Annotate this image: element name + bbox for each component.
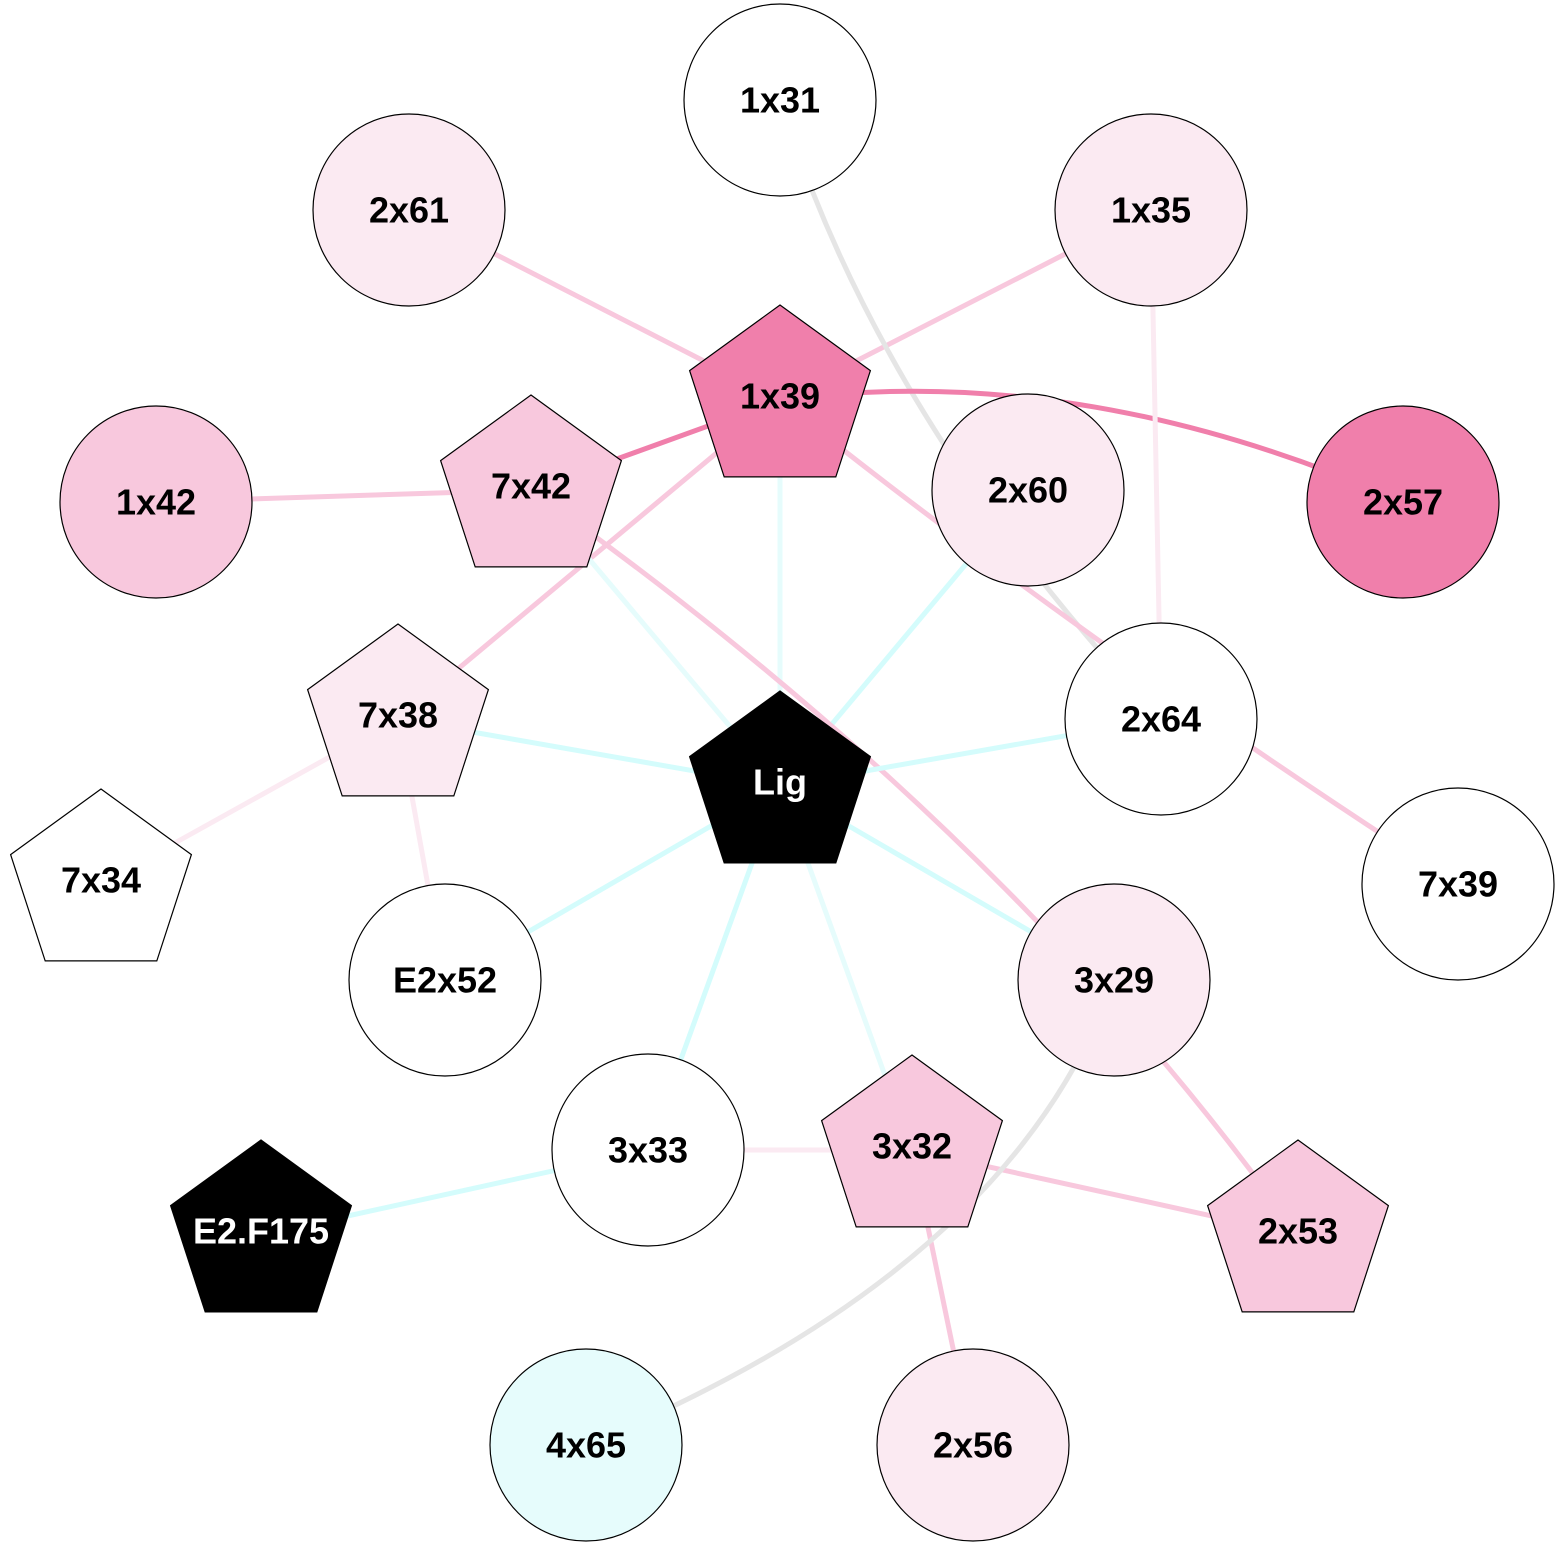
node-1x42[interactable]: 1x42 xyxy=(59,405,253,599)
node-1x35[interactable]: 1x35 xyxy=(1054,113,1248,307)
node-label: 3x33 xyxy=(608,1130,688,1171)
node-label: 2x61 xyxy=(369,190,449,231)
node-7x38[interactable]: 7x38 xyxy=(306,623,490,797)
node-2x57[interactable]: 2x57 xyxy=(1306,405,1500,599)
circle-node-shape xyxy=(1054,113,1248,307)
node-label: 1x31 xyxy=(740,80,820,121)
node-E2.F175[interactable]: E2.F175 xyxy=(169,1139,353,1313)
node-7x39[interactable]: 7x39 xyxy=(1361,787,1555,981)
circle-node-shape xyxy=(1306,405,1500,599)
pentagon-node-shape xyxy=(306,623,490,797)
circle-node-shape xyxy=(312,113,506,307)
node-label: 2x57 xyxy=(1363,482,1443,523)
node-label: 1x42 xyxy=(116,482,196,523)
circle-node-shape xyxy=(931,393,1125,587)
nodes-layer: 1x31 2x61 1x35 1x39 7x42 1x42 2x60 2x57 7x38 2x64… xyxy=(9,3,1555,1542)
node-label: 1x35 xyxy=(1111,190,1191,231)
pentagon-node-shape xyxy=(1206,1139,1390,1313)
circle-node-shape xyxy=(1017,883,1211,1077)
node-label: 2x53 xyxy=(1258,1211,1338,1252)
node-4x65[interactable]: 4x65 xyxy=(489,1348,683,1542)
node-3x33[interactable]: 3x33 xyxy=(551,1053,745,1247)
node-3x32[interactable]: 3x32 xyxy=(820,1054,1004,1228)
node-label: 3x32 xyxy=(872,1126,952,1167)
node-label: 4x65 xyxy=(546,1425,626,1466)
node-label: 3x29 xyxy=(1074,960,1154,1001)
node-E2x52[interactable]: E2x52 xyxy=(348,883,542,1077)
circle-node-shape xyxy=(876,1348,1070,1542)
circle-node-shape xyxy=(1064,622,1258,816)
pentagon-node-shape xyxy=(688,690,872,864)
node-label: 2x56 xyxy=(933,1425,1013,1466)
circle-node-shape xyxy=(1361,787,1555,981)
node-label: 2x60 xyxy=(988,470,1068,511)
circle-node-shape xyxy=(551,1053,745,1247)
node-7x34[interactable]: 7x34 xyxy=(9,788,193,962)
node-3x29[interactable]: 3x29 xyxy=(1017,883,1211,1077)
circle-node-shape xyxy=(683,3,877,197)
node-1x31[interactable]: 1x31 xyxy=(683,3,877,197)
pentagon-node-shape xyxy=(439,394,623,568)
node-2x61[interactable]: 2x61 xyxy=(312,113,506,307)
circle-node-shape xyxy=(489,1348,683,1542)
node-2x64[interactable]: 2x64 xyxy=(1064,622,1258,816)
node-label: 7x39 xyxy=(1418,864,1498,905)
node-label: 7x42 xyxy=(491,466,571,507)
node-2x60[interactable]: 2x60 xyxy=(931,393,1125,587)
node-label: 1x39 xyxy=(740,376,820,417)
node-label: 7x34 xyxy=(61,860,141,901)
node-label: Lig xyxy=(753,762,807,803)
edge-1x39-2x57 xyxy=(779,388,1405,505)
node-label: E2x52 xyxy=(393,960,497,1001)
edge-7x42-2x53 xyxy=(529,487,1301,1237)
node-Lig[interactable]: Lig xyxy=(688,690,872,864)
node-2x56[interactable]: 2x56 xyxy=(876,1348,1070,1542)
node-1x39[interactable]: 1x39 xyxy=(688,304,872,478)
node-label: 2x64 xyxy=(1121,699,1201,740)
pentagon-node-shape xyxy=(688,304,872,478)
node-7x42[interactable]: 7x42 xyxy=(439,394,623,568)
circle-node-shape xyxy=(59,405,253,599)
pentagon-node-shape xyxy=(169,1139,353,1313)
circle-node-shape xyxy=(348,883,542,1077)
node-label: 7x38 xyxy=(358,695,438,736)
node-label: E2.F175 xyxy=(193,1211,329,1252)
pentagon-node-shape xyxy=(9,788,193,962)
pentagon-node-shape xyxy=(820,1054,1004,1228)
node-2x53[interactable]: 2x53 xyxy=(1206,1139,1390,1313)
edge-1x39-7x39 xyxy=(778,398,1460,887)
